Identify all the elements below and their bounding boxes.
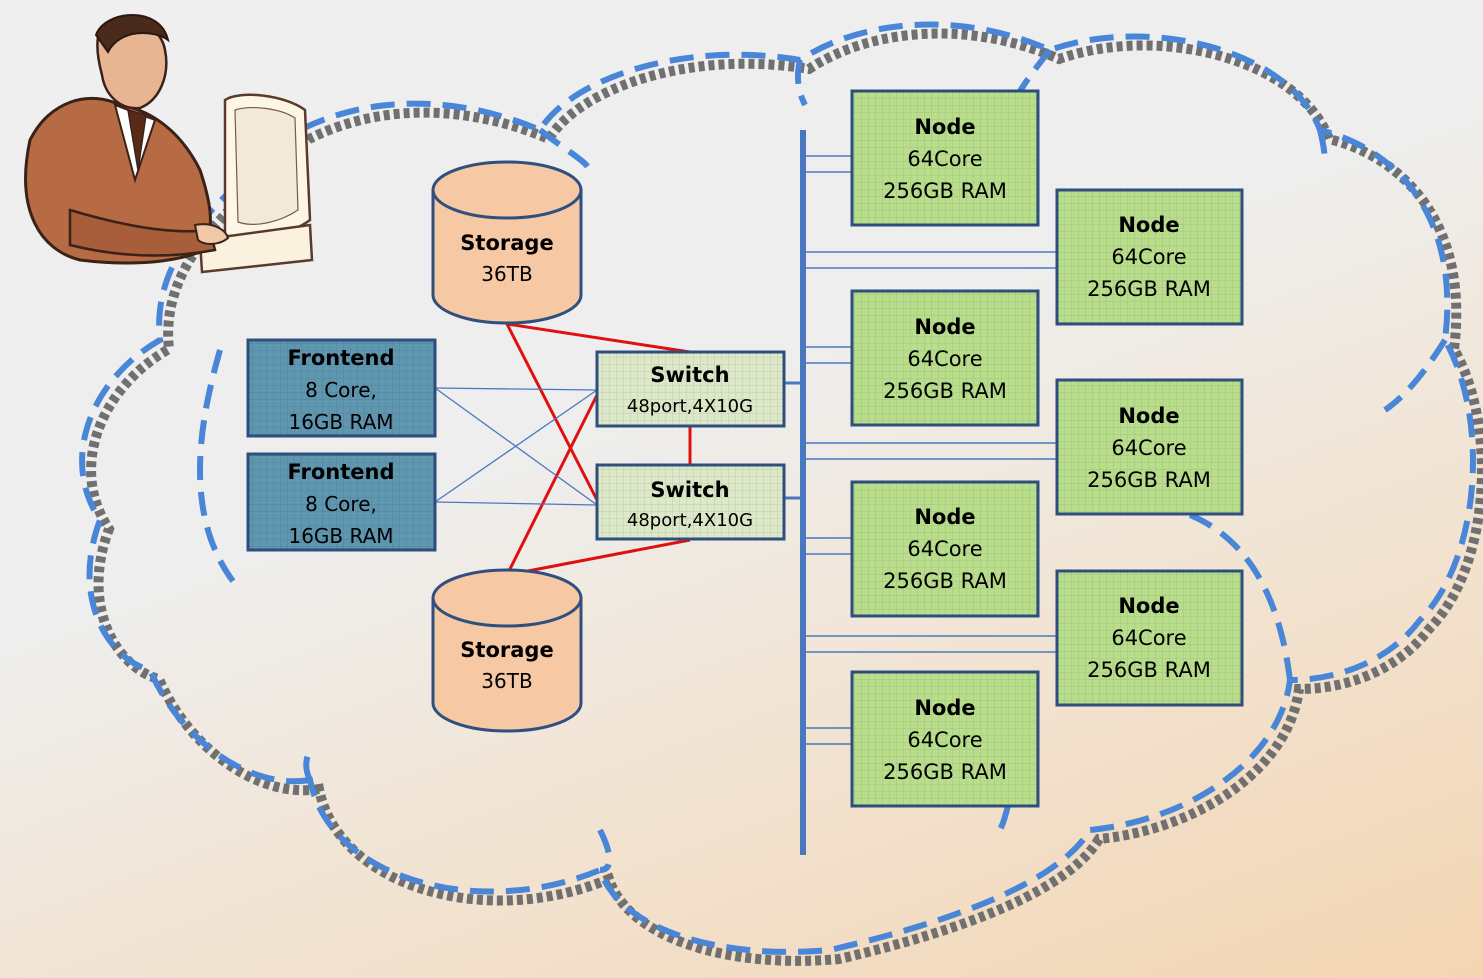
node-title: Node xyxy=(914,696,975,720)
node-title: Node xyxy=(1118,404,1179,428)
node-box: Node 64Core 256GB RAM xyxy=(850,289,1040,427)
switch-title: Switch xyxy=(650,478,729,502)
node-title: Node xyxy=(1118,594,1179,618)
frontend-box: Frontend 8 Core, 16GB RAM xyxy=(246,452,437,552)
node-title: Node xyxy=(914,505,975,529)
node-cores: 64Core xyxy=(1111,626,1186,650)
node-ram: 256GB RAM xyxy=(1087,468,1211,492)
switch-box: Switch 48port,4X10G xyxy=(595,463,786,541)
frontend-ram: 16GB RAM xyxy=(288,410,393,434)
storage-bottom: Storage 36TB xyxy=(431,568,583,733)
cloud-outline xyxy=(79,21,1476,955)
node-box: Node 64Core 256GB RAM xyxy=(1055,569,1244,707)
node-box: Node 64Core 256GB RAM xyxy=(850,89,1040,227)
node-cores: 64Core xyxy=(907,147,982,171)
frontend-cores: 8 Core, xyxy=(305,492,377,516)
node-box: Node 64Core 256GB RAM xyxy=(1055,188,1244,326)
storage-title: Storage xyxy=(460,231,553,255)
node-box: Node 64Core 256GB RAM xyxy=(850,480,1040,618)
node-bus-links xyxy=(806,155,1057,745)
node-box: Node 64Core 256GB RAM xyxy=(850,670,1040,808)
switch-title: Switch xyxy=(650,363,729,387)
node-ram: 256GB RAM xyxy=(883,379,1007,403)
storage-top: Storage 36TB xyxy=(431,160,583,325)
node-title: Node xyxy=(914,315,975,339)
node-cores: 64Core xyxy=(907,537,982,561)
node-ram: 256GB RAM xyxy=(883,760,1007,784)
frontend-links xyxy=(434,387,598,506)
node-ram: 256GB RAM xyxy=(1087,277,1211,301)
switch-box: Switch 48port,4X10G xyxy=(595,350,786,428)
storage-capacity: 36TB xyxy=(481,669,532,693)
user-icon xyxy=(24,14,314,274)
switch-spec: 48port,4X10G xyxy=(627,510,753,531)
storage-capacity: 36TB xyxy=(481,262,532,286)
storage-links xyxy=(505,322,692,577)
node-cores: 64Core xyxy=(1111,436,1186,460)
node-cores: 64Core xyxy=(1111,245,1186,269)
node-title: Node xyxy=(1118,213,1179,237)
node-cores: 64Core xyxy=(907,728,982,752)
frontend-ram: 16GB RAM xyxy=(288,524,393,548)
node-ram: 256GB RAM xyxy=(883,569,1007,593)
frontend-title: Frontend xyxy=(288,460,395,484)
node-ram: 256GB RAM xyxy=(883,179,1007,203)
frontend-title: Frontend xyxy=(288,346,395,370)
node-title: Node xyxy=(914,115,975,139)
node-ram: 256GB RAM xyxy=(1087,658,1211,682)
frontend-cores: 8 Core, xyxy=(305,378,377,402)
node-box: Node 64Core 256GB RAM xyxy=(1055,378,1244,516)
node-cores: 64Core xyxy=(907,347,982,371)
frontend-box: Frontend 8 Core, 16GB RAM xyxy=(246,338,437,438)
switch-spec: 48port,4X10G xyxy=(627,396,753,417)
storage-title: Storage xyxy=(460,638,553,662)
